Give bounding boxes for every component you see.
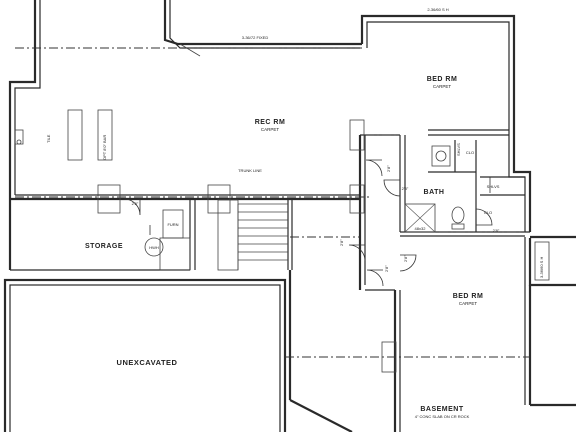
basement-label: BASEMENT: [420, 406, 464, 413]
side-window-label: 3-36/60 S H: [539, 257, 544, 278]
window-top-right-label: 2-36/60 S H: [427, 7, 448, 12]
rec-room-floor: CARPET: [261, 127, 280, 132]
door-dim-7: 2'8": [493, 228, 500, 233]
exterior-walls: [8, 0, 576, 432]
shelves-label-1: SHLVS: [456, 143, 461, 156]
clo-label-1: CLO: [466, 150, 474, 155]
storage-label: STORAGE: [85, 243, 123, 250]
stairs: [217, 199, 288, 271]
water-heater-label: HWH: [149, 245, 159, 250]
tile-label: TILE: [46, 134, 51, 143]
trunk-line-label: TRUNK LINE: [238, 168, 262, 173]
unexcavated-outline: [3, 278, 287, 432]
bed-room-upper-floor: CARPET: [433, 84, 452, 89]
window-rec-label: 3-36/72 FIXED: [242, 35, 269, 40]
shelves-label-2: SHLVS: [487, 184, 500, 189]
rec-room-label: REC RM: [255, 119, 286, 126]
door-dim-1: 2'8": [132, 201, 139, 206]
beam-lines: [15, 47, 530, 358]
door-dim-5: 2'8": [384, 265, 389, 272]
doors: [123, 159, 493, 287]
bed-room-lower-floor: CARPET: [459, 301, 478, 306]
door-dim-6: 2'8": [403, 255, 408, 262]
bar-label: OPT 8'0" BAR: [102, 135, 107, 160]
clo-label-2: CLO: [484, 210, 492, 215]
door-dim-2: 2'8": [386, 165, 391, 172]
bed-room-lower-label: BED RM: [453, 293, 484, 300]
furnace-label: FURN: [167, 222, 178, 227]
door-dim-4: 2'8": [339, 239, 344, 246]
fixtures: [14, 43, 550, 373]
shower-label: 48x32: [415, 226, 427, 231]
basement-note: 4" CONC SLAB ON CR ROCK: [415, 414, 470, 419]
door-dim-3: 2'8": [402, 186, 409, 191]
unexcavated-label: UNEXCAVATED: [117, 358, 178, 367]
bed-room-upper-label: BED RM: [427, 76, 458, 83]
bath-label: BATH: [424, 189, 445, 196]
